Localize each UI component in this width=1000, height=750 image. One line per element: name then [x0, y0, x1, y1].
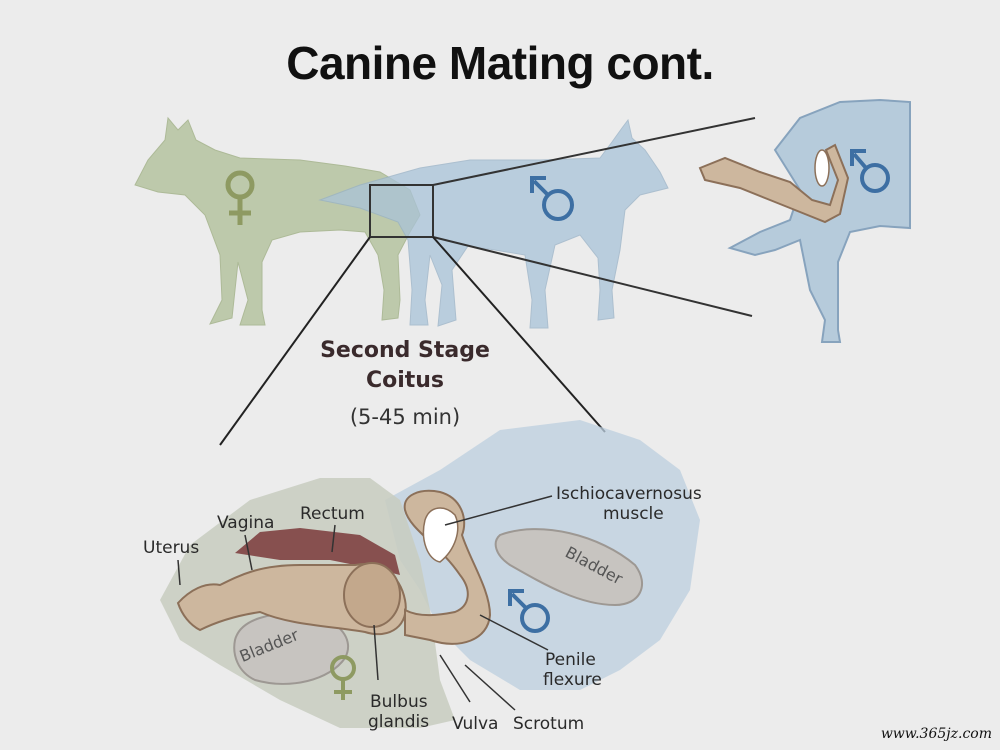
inset-male-symbol-icon: [850, 149, 890, 193]
label-bulbus: Bulbus: [370, 692, 428, 712]
zoom-line-right-down: [432, 236, 606, 433]
female-symbol-icon: [225, 170, 255, 225]
stage-duration: (5-45 min): [349, 405, 461, 429]
stage-heading: Second Stage: [320, 338, 490, 363]
label-scrotum: Scrotum: [513, 714, 585, 734]
zoom-box: [369, 184, 434, 238]
label-rectum: Rectum: [300, 504, 365, 524]
label-vulva: Vulva: [452, 714, 499, 734]
zoom-line-top: [432, 117, 756, 186]
label-muscle: muscle: [603, 504, 664, 524]
cross-section-diagram: [160, 420, 700, 728]
label-penile: Penile: [545, 650, 596, 670]
watermark: www.365jz.com: [880, 726, 992, 742]
label-glandis: glandis: [368, 712, 430, 732]
label-uterus: Uterus: [143, 538, 200, 558]
page-title: Canine Mating cont.: [286, 37, 714, 89]
stage-subheading: Coitus: [365, 368, 445, 393]
zoom-line-bottom: [432, 236, 753, 317]
leader-lines: [177, 495, 553, 711]
label-vagina: Vagina: [217, 513, 275, 533]
zoom-line-left-down: [219, 236, 371, 446]
label-flexure: flexure: [543, 670, 602, 690]
label-ischiocavernosus: Ischiocavernosus: [556, 484, 702, 504]
male-dog-silhouette: [318, 118, 669, 329]
inset-penis-diagram: [698, 143, 850, 224]
male-symbol-icon: [530, 176, 574, 221]
female-dog-silhouette: [134, 116, 421, 326]
